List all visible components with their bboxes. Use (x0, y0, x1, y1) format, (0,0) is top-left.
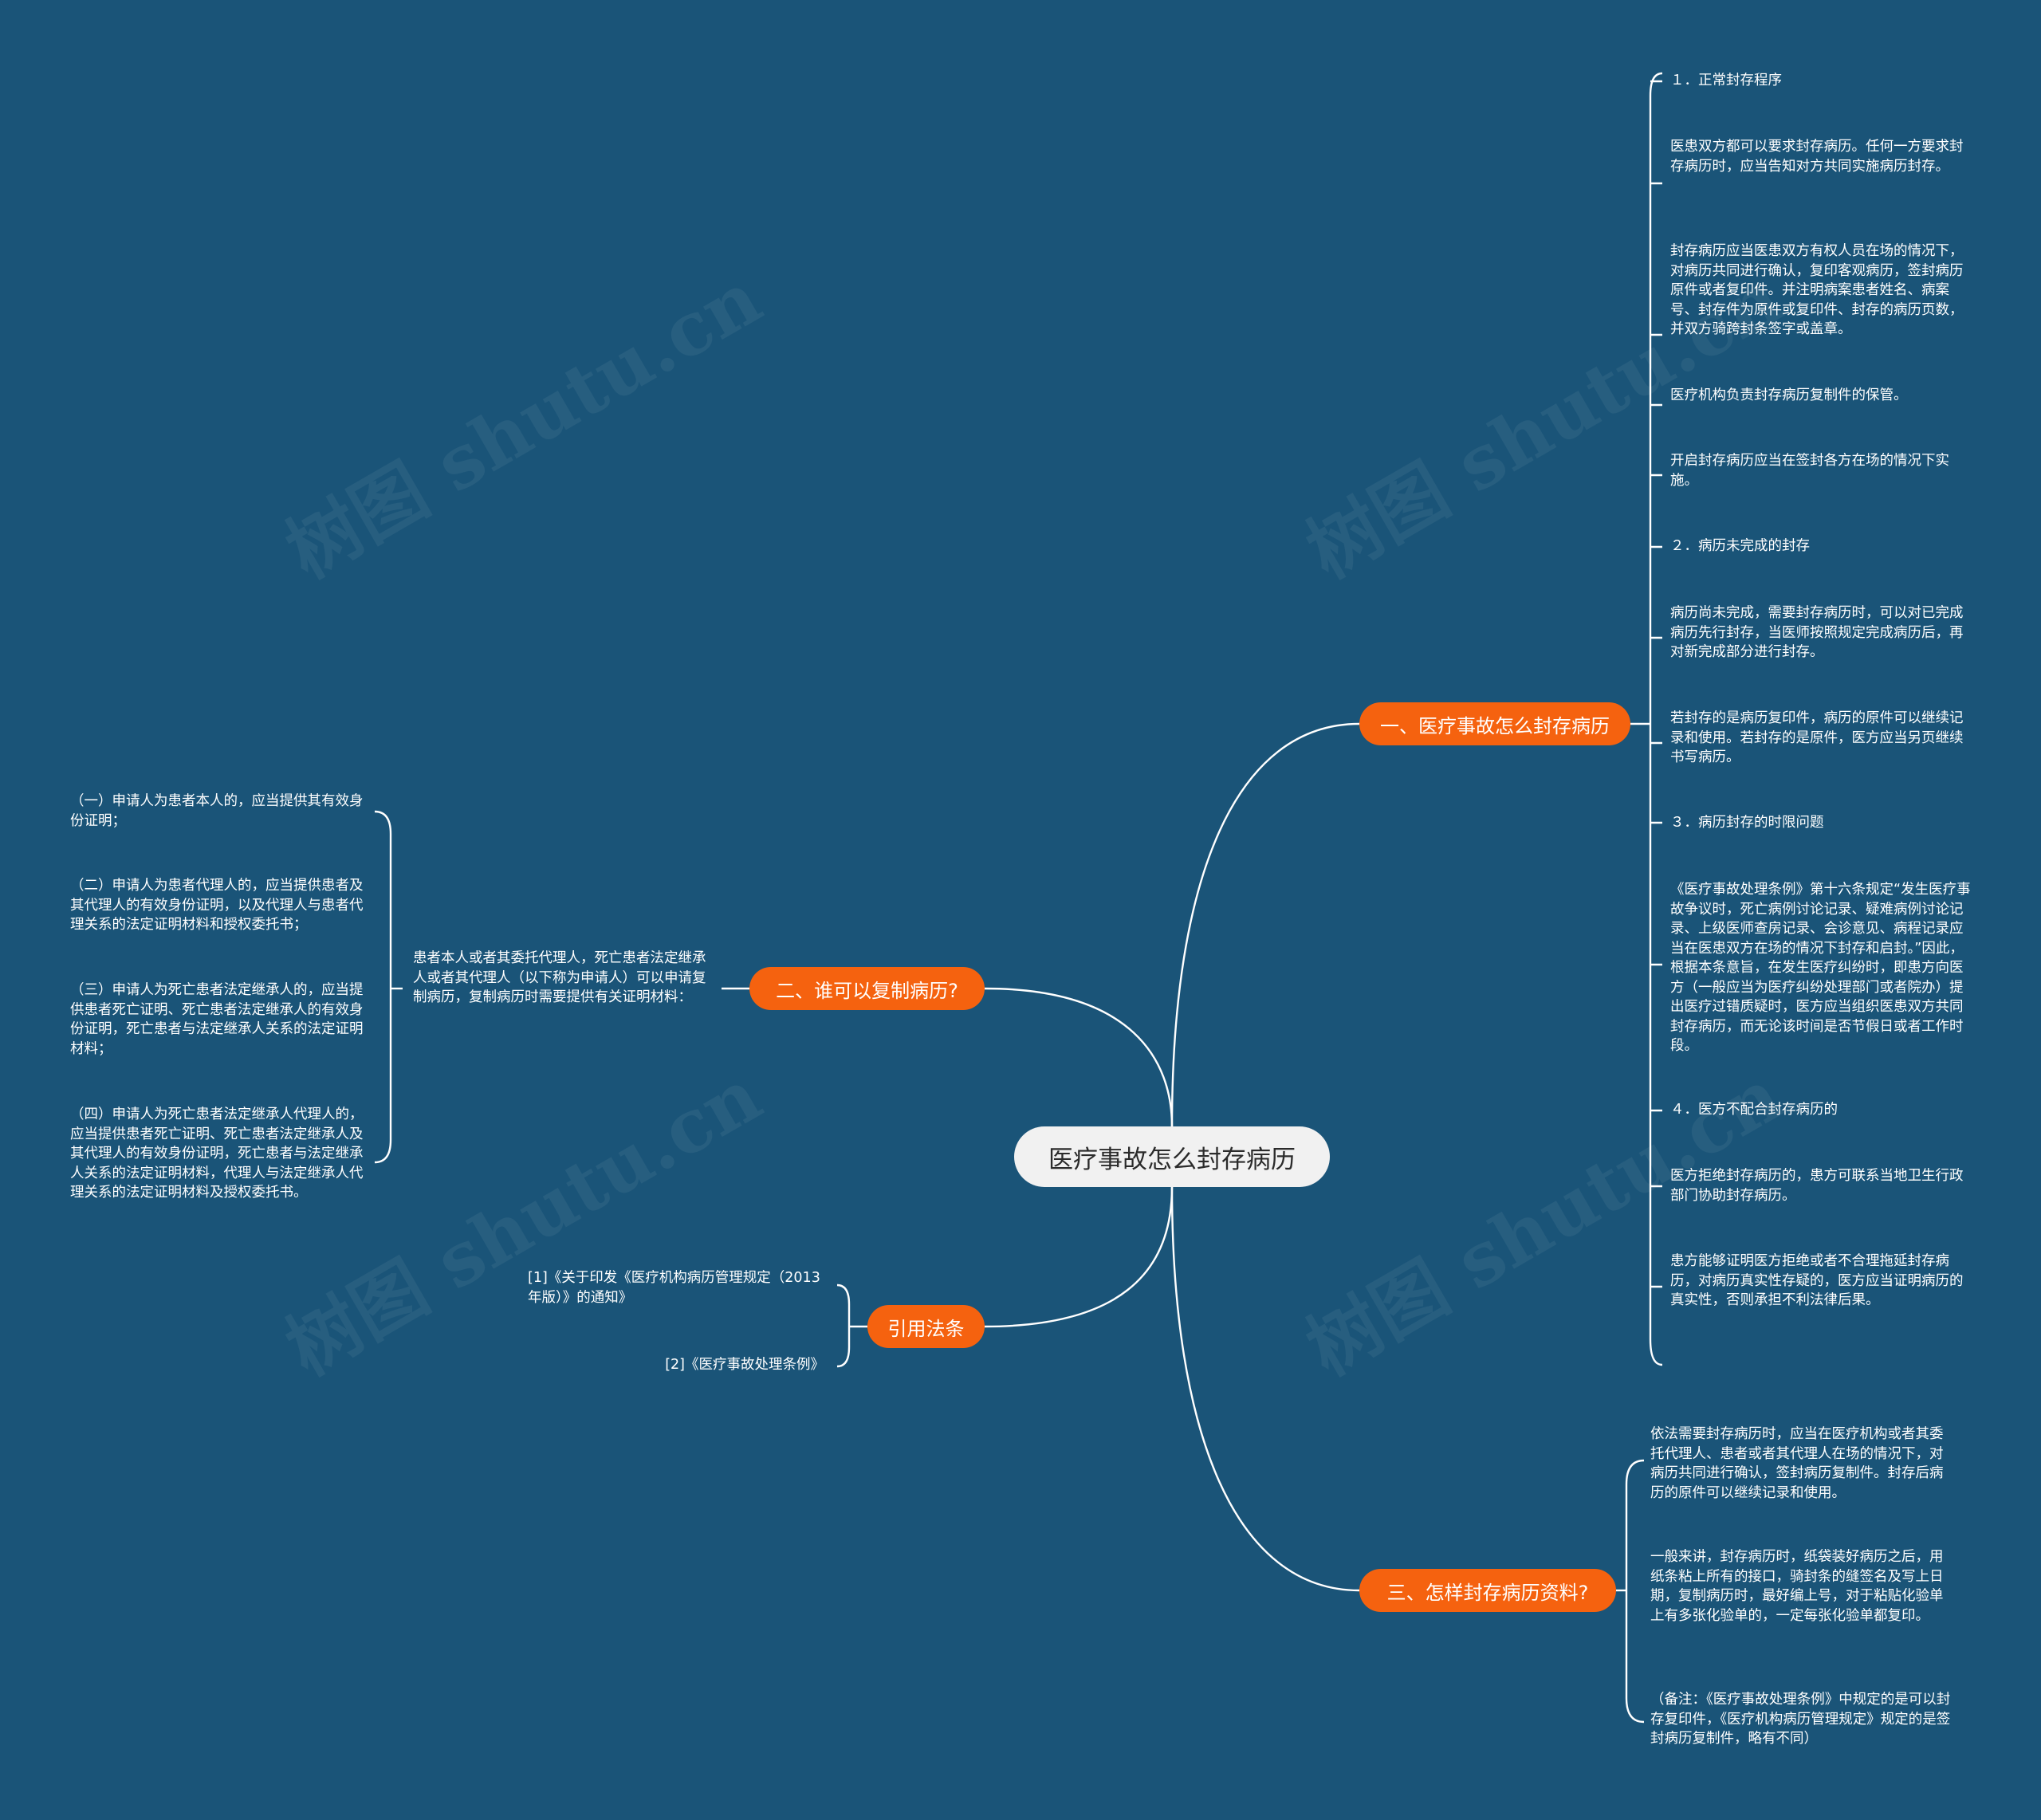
leaf-b1-6: ２．病历未完成的封存 (1670, 538, 1810, 554)
intro-b2: 患者本人或者其委托代理人，死亡患者法定继承人或者其代理人（以下称为申请人）可以申… (413, 950, 706, 1005)
leaf-b1-4: 医疗机构负责封存病历复制件的保管。 (1670, 387, 1908, 403)
bracket-b3 (836, 1283, 851, 1368)
leaf-b1-13: 患方能够证明医方拒绝或者不合理拖延封存病历，对病历真实性存疑的，医方应当证明病历… (1670, 1253, 1964, 1308)
leaf-b3-2: [2]《医疗事故处理条例》 (665, 1357, 824, 1373)
leaf-b1-7: 病历尚未完成，需要封存病历时，可以对已完成病历先行封存，当医师按照规定完成病历后… (1670, 605, 1964, 660)
branch-how-to-seal-records[interactable]: 三、怎样封存病历资料? (1359, 1569, 1616, 1612)
branch-how-to-seal[interactable]: 一、医疗事故怎么封存病历 (1359, 702, 1630, 745)
branch-who-can-copy[interactable]: 二、谁可以复制病历? (749, 967, 985, 1010)
edge-root-b3 (984, 1186, 1174, 1328)
leaf-b2-3: （三）申请人为死亡患者法定继承人的，应当提供患者死亡证明、死亡患者法定继承人的有… (70, 982, 364, 1057)
leaf-line-b1 (1650, 80, 1662, 1288)
bracket-b2 (374, 810, 392, 1164)
leaf-b4-3: （备注：《医疗事故处理条例》中规定的是可以封存复印件，《医疗机构病历管理规定》规… (1650, 1692, 1951, 1747)
root-topic[interactable]: 医疗事故怎么封存病历 (1014, 1126, 1330, 1187)
branch-citations[interactable]: 引用法条 (867, 1305, 985, 1348)
leaf-b1-11: ４．医方不配合封存病历的 (1670, 1102, 1838, 1118)
bracket-b1 (1649, 72, 1663, 1366)
leaf-b4-2: 一般来讲，封存病历时，纸袋装好病历之后，用纸条粘上所有的接口，骑封条的缝签名及写… (1650, 1549, 1944, 1624)
leaf-b2-4: （四）申请人为死亡患者法定继承人代理人的，应当提供患者死亡证明、死亡患者法定继承… (70, 1107, 364, 1201)
edge-root-b4 (1170, 1186, 1360, 1592)
leaf-b1-10: 《医疗事故处理条例》第十六条规定“发生医疗事故争议时，死亡病例讨论记录、疑难病例… (1670, 882, 1971, 1054)
leaf-b1-1: １．正常封存程序 (1670, 73, 1782, 88)
leaf-b3-1: [1]《关于印发《医疗机构病历管理规定（2013年版）》的通知》 (528, 1270, 820, 1306)
leaf-b2-2: （二）申请人为患者代理人的，应当提供患者及其代理人的有效身份证明，以及代理人与患… (70, 878, 364, 933)
leaf-b1-2: 医患双方都可以要求封存病历。任何一方要求封存病历时，应当告知对方共同实施病历封存… (1670, 139, 1964, 175)
leaf-b2-1: （一）申请人为患者本人的，应当提供其有效身份证明； (70, 793, 364, 829)
leaf-b1-8: 若封存的是病历复印件，病历的原件可以继续记录和使用。若封存的是原件，医方应当另页… (1670, 710, 1964, 765)
bracket-b4 (1625, 1459, 1645, 1724)
leaf-b1-9: ３．病历封存的时限问题 (1670, 815, 1824, 831)
leaf-b1-3: 封存病历应当医患双方有权人员在场的情况下，对病历共同进行确认，复印客观病历，签封… (1670, 243, 1964, 337)
leaf-b1-12: 医方拒绝封存病历的，患方可联系当地卫生行政部门协助封存病历。 (1670, 1168, 1964, 1204)
edge-root-b2 (984, 987, 1174, 1127)
edge-root-b1 (1170, 722, 1360, 1127)
leaf-b4-1: 依法需要封存病历时，应当在医疗机构或者其委托代理人、患者或者其代理人在场的情况下… (1650, 1426, 1944, 1501)
leaf-b1-5: 开启封存病历应当在签封各方在场的情况下实施。 (1670, 453, 1949, 489)
